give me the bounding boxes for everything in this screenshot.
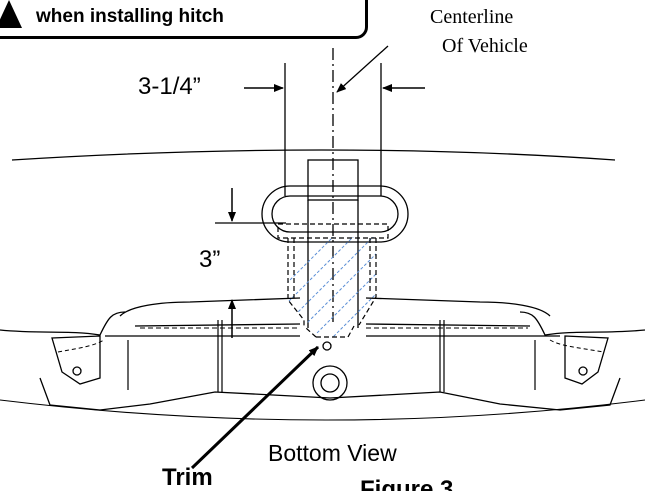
- right-bracket-hole: [578, 366, 588, 376]
- trim-leader-arrow: [190, 345, 320, 470]
- safety-chain-loop-inner: [271, 195, 399, 233]
- frame-rails: [127, 320, 536, 392]
- fascia-inner-edge: [134, 323, 531, 327]
- hatched-trim-area: [288, 237, 376, 337]
- left-bracket-hole: [72, 366, 82, 376]
- warning-text: when installing hitch: [36, 6, 224, 27]
- safety-chain-loop-outer: [261, 185, 409, 243]
- height-dimension-label: 3”: [199, 246, 221, 273]
- fascia-right-outer: [519, 311, 645, 336]
- left-bracket: [51, 335, 101, 385]
- width-dimension-label: 3-1/4”: [138, 73, 201, 100]
- center-boss-inner: [320, 373, 340, 393]
- left-bracket-dashed: [57, 339, 105, 353]
- fascia-left-outer: [0, 311, 126, 336]
- figure-label: Figure 3: [360, 476, 454, 491]
- fascia-upper-edge: [119, 297, 551, 317]
- warning-callout: [0, 0, 368, 39]
- bumper-curve-upper: [11, 149, 616, 161]
- right-bracket: [564, 335, 609, 385]
- view-label: Bottom View: [268, 440, 397, 466]
- trim-label: Trim: [162, 464, 213, 491]
- centerline-leader: [336, 45, 389, 93]
- receiver-tube-end: [307, 159, 359, 201]
- hidden-hitch-outline: [277, 223, 389, 338]
- center-boss-outer: [312, 365, 348, 401]
- trim-pin-hole: [322, 341, 332, 351]
- warning-triangle-icon: [0, 0, 22, 28]
- centerline-label-line1: Centerline: [430, 6, 514, 28]
- centerline-label-line2: Of Vehicle: [442, 35, 528, 57]
- bumper-curve-lower: [0, 399, 645, 421]
- right-bracket-dashed: [549, 339, 605, 353]
- lower-bumper-outline: [39, 377, 621, 411]
